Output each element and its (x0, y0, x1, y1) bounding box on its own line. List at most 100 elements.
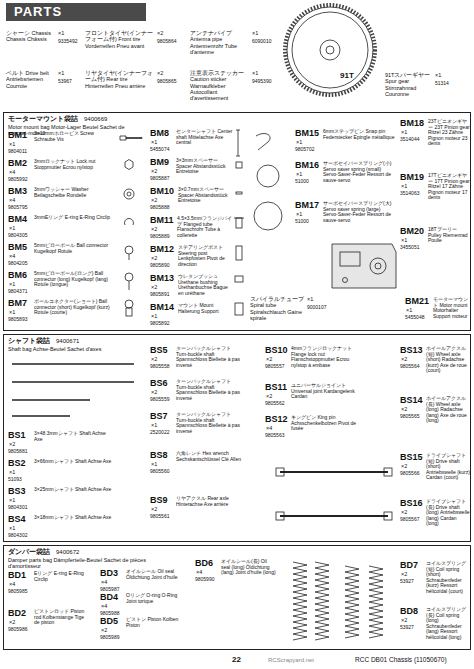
part-name: ドライブシャフト(短) Drive shaft (short) Antriebs… (426, 453, 470, 481)
part-name: ボールコネクター(ショート) Ball connector (short) Ku… (34, 299, 112, 316)
part-code: BM19 (400, 172, 424, 182)
part-name: ステアリングポスト Steering post Lenkpfosten Pivo… (178, 245, 234, 267)
coil-spring (345, 566, 359, 638)
part-quantity: ×1 (252, 30, 258, 36)
part-code: BS15 (400, 452, 423, 462)
part-quantity: ×4 (9, 253, 15, 259)
part-code: BM5 (8, 242, 27, 252)
part-quantity: ×1 (151, 139, 157, 145)
part-code: BM13 (150, 273, 174, 283)
part-code: BM9 (150, 157, 169, 167)
part-name: センターシャフト Center shaft Mittelachse Axe ce… (176, 129, 234, 146)
part-name: ターンバックルシャフト Turn-buckle shaft Spannschlo… (176, 412, 244, 434)
part-quantity: ×2 (151, 356, 157, 362)
part-number: 9000107 (307, 304, 326, 310)
part-code: BM16 (295, 160, 319, 170)
part-quantity: ×1 (151, 461, 157, 467)
part-number: 3455051 (400, 244, 419, 250)
part-number: 9805562 (265, 400, 284, 406)
coil-spring (315, 562, 329, 640)
part-code: BS2 (8, 458, 26, 468)
part-number: 9805989 (100, 634, 119, 640)
part-number: 9805565 (400, 413, 419, 419)
part-number: 9805889 (150, 233, 169, 239)
part-code: BM12 (150, 244, 174, 254)
part-number: 9805558 (150, 363, 169, 369)
part-name: 91Tスパーギヤー Spur gear Stirnzahnrad Couronn… (385, 72, 433, 97)
part-quantity: ×1 (9, 225, 15, 231)
part-number: 9805567 (400, 516, 419, 522)
part-name: キングピン King pin Achsschenkelbolzen Pivot … (291, 415, 361, 432)
part-code: BD7 (400, 560, 418, 570)
part-quantity: ×4 (101, 603, 107, 609)
part-number: 51093 (8, 476, 22, 482)
part-code: BM7 (8, 298, 27, 308)
part-number: 9805560 (150, 468, 169, 474)
part-quantity: ×2 (151, 506, 157, 512)
part-number: 53927 (400, 624, 414, 630)
part-number: 5455074 (150, 146, 169, 152)
part-number: 9805559 (150, 396, 169, 402)
part-quantity: ×4 (101, 579, 107, 585)
part-name: リヤアクスル Rear axle Hinterachse Axe arrière (176, 496, 244, 507)
part-number: 51000 (295, 178, 309, 184)
part-code: BD8 (400, 606, 418, 616)
part-name: サーボセイバースプリング(小) Servo saver spring (smal… (323, 161, 396, 183)
part-code: BD1 (8, 570, 26, 580)
part-name: Oリング O-ring O-Ring Joint torique (126, 593, 186, 604)
part-quantity: ×4 (9, 197, 15, 203)
part-name: 4mmフランジロックナット Flange lock nut Flanschsto… (291, 346, 361, 368)
title-band: PARTS (6, 3, 146, 21)
part-quantity: ×1 (252, 70, 258, 76)
part-name: モーターマウント Motor mount Motorhalter Support… (433, 297, 471, 319)
part-code: BS3 (8, 486, 26, 496)
part-number: 9805986 (8, 626, 27, 632)
part-code: BS11 (265, 382, 287, 392)
part-name: ウレタンブッシュ Urethane bushing Urethanbuchse … (178, 274, 234, 296)
part-quantity: ×2 (151, 197, 157, 203)
bag-name: モーターマウント袋詰 (8, 115, 78, 124)
part-code: BD5 (100, 616, 118, 626)
part-code: BS12 (265, 414, 288, 424)
part-number: 9805891 (150, 291, 169, 297)
part-quantity: ×1 (296, 211, 302, 217)
part-name: 六角レンチ Hex wrench Sechskantschlüssel Clé … (176, 451, 244, 462)
part-code: BS9 (150, 495, 168, 505)
part-number: 5455048 (405, 314, 424, 320)
part-number: 9805992 (8, 176, 27, 182)
part-quantity: ×1 (9, 525, 15, 531)
part-name: 注意表示ステッカー Caution sticker Warnaufkleber … (190, 70, 250, 102)
part-number: 51000 (295, 218, 309, 224)
part-quantity: ×2 (401, 617, 407, 623)
part-quantity: ×1 (406, 307, 412, 313)
part-name: オイルシール(長) Oil seal (long) Öldichtung (la… (221, 559, 276, 576)
part-number: 51314 (435, 80, 449, 86)
part-quantity: ×4 (9, 169, 15, 175)
part-quantity: ×4 (266, 425, 272, 431)
part-name: 4.5×3.5mmフランジパイプ Flanged tube Flanschroh… (177, 216, 234, 238)
part-name: 18Tプーリー Pulley Riemenrad Poulie (428, 227, 470, 244)
part-quantity: ×2 (151, 226, 157, 232)
part-number: 9804305 (8, 232, 27, 238)
part-name: ターンバックルシャフト Turn-buckle shaft Spannschlo… (176, 379, 244, 401)
part-code: BM3 (8, 186, 27, 196)
part-number: 9805988 (100, 610, 119, 616)
part-quantity: ×2 (401, 463, 407, 469)
part-number: 9805987 (100, 586, 119, 592)
part-number: 9805892 (150, 320, 169, 326)
part-quantity: ×1 (9, 281, 15, 287)
part-code: BM18 (400, 118, 424, 128)
part-name: 3×66mmシャフト Shaft Achse Axe (34, 459, 112, 465)
part-code: BM4 (8, 214, 27, 224)
bag-number: 9400671 (56, 338, 79, 344)
watermark: RCScrapyard.net (268, 657, 314, 663)
part-code: BM8 (150, 128, 169, 138)
part-name: ユニバーサルジョイント Universal joint Kardangelenk… (291, 383, 361, 400)
part-quantity: ×2 (101, 627, 107, 633)
part-code: BS8 (150, 450, 168, 460)
part-name: 3×25mmシャフト Shaft Achse Axe (34, 487, 112, 493)
part-number: 2520022 (150, 429, 169, 435)
part-code: BS6 (150, 378, 168, 388)
bag-name: Shaft bag Achse-Beutel Sachet d'axes (8, 346, 146, 352)
part-number: 9805702 (295, 146, 314, 152)
